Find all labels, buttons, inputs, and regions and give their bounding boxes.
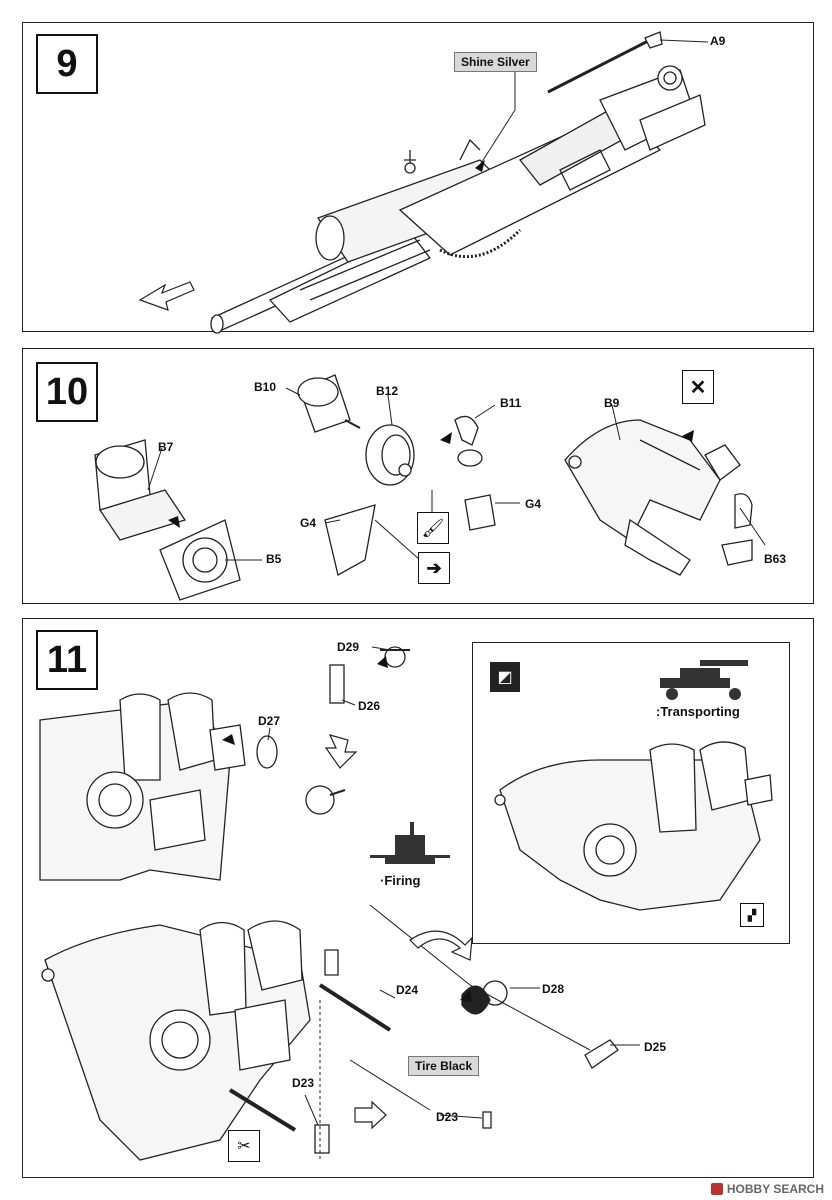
part-label-d23-upper: D23 bbox=[292, 1076, 315, 1090]
carriage-upper-drawing bbox=[39, 692, 246, 881]
carriage-lower-drawing bbox=[41, 920, 311, 1161]
watermark: HOBBY SEARCH bbox=[710, 1182, 824, 1196]
firing-gun-silhouette bbox=[370, 822, 450, 864]
transport-vehicle-silhouette bbox=[660, 660, 748, 700]
rotate-arrow-icon bbox=[409, 930, 473, 961]
part-label-d26: D26 bbox=[358, 699, 381, 713]
part-label-b7: B7 bbox=[158, 440, 174, 454]
option-small-icon: ▞ bbox=[740, 903, 764, 927]
hobby-search-logo-icon bbox=[710, 1183, 723, 1195]
paint-label-tire-black: Tire Black bbox=[408, 1056, 480, 1076]
step-number-10: 10 bbox=[36, 362, 98, 422]
part-label-b5: B5 bbox=[266, 552, 282, 566]
step-number-11: 11 bbox=[36, 630, 98, 690]
hollow-arrow-right-icon bbox=[354, 1100, 387, 1130]
part-label-b11: B11 bbox=[500, 396, 522, 410]
part-label-d24: D24 bbox=[396, 983, 419, 997]
part-label-g4-left: G4 bbox=[300, 516, 317, 530]
hollow-arrow-icon bbox=[324, 734, 358, 769]
part-label-d28: D28 bbox=[542, 982, 565, 996]
part-label-b12: B12 bbox=[376, 384, 399, 398]
part-label-g4-right: G4 bbox=[525, 497, 542, 511]
paint-label-shine-silver: Shine Silver bbox=[454, 52, 537, 72]
part-label-a9: A9 bbox=[710, 34, 726, 48]
glue-icon: 🖌 bbox=[417, 512, 449, 544]
part-label-d27: D27 bbox=[258, 714, 281, 728]
step-9-panel bbox=[22, 22, 814, 332]
pointer-arrows bbox=[168, 160, 694, 1002]
inset-carriage-drawing bbox=[494, 741, 773, 911]
subassembly-b10-b12-b11-drawing bbox=[297, 374, 496, 576]
carriage-b9-drawing bbox=[564, 419, 753, 576]
part-label-d23-lower: D23 bbox=[436, 1110, 459, 1124]
part-label-b63: B63 bbox=[764, 552, 787, 566]
part-label-d29: D29 bbox=[337, 640, 360, 654]
rod-a9-drawing bbox=[547, 38, 651, 94]
no-glue-icon: ✕ bbox=[682, 370, 714, 404]
option-icon: ◩ bbox=[490, 662, 520, 692]
gun-barrel-drawing bbox=[210, 65, 706, 334]
watermark-text: HOBBY SEARCH bbox=[726, 1182, 824, 1196]
small-parts-drawing bbox=[228, 646, 619, 1154]
part-label-b10: B10 bbox=[254, 380, 277, 394]
part-label-b9: B9 bbox=[604, 396, 620, 410]
step-number-9: 9 bbox=[36, 34, 98, 94]
note-firing: ·Firing bbox=[380, 873, 421, 888]
subassembly-b7-b5-drawing bbox=[94, 439, 241, 601]
part-label-d25: D25 bbox=[644, 1040, 667, 1054]
arrow-next-icon: ➔ bbox=[418, 552, 450, 584]
note-transporting: :Transporting bbox=[656, 704, 740, 719]
direction-arrow-icon bbox=[138, 281, 195, 311]
cutter-icon: ✂ bbox=[228, 1130, 260, 1162]
